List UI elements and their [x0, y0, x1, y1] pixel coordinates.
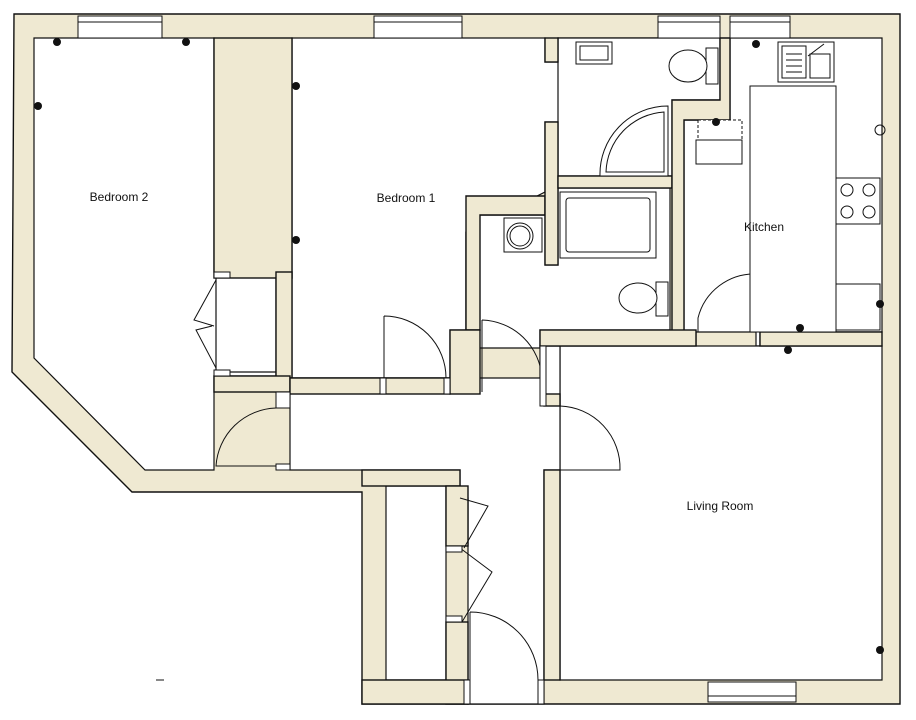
window-icon [707, 681, 797, 703]
wall-bath-living [539, 329, 697, 347]
room-label-bedroom2: Bedroom 2 [90, 190, 149, 204]
kitchen-worktop [749, 85, 837, 333]
wall-hall-living [543, 469, 561, 681]
shower-icon [599, 105, 669, 177]
hob-icon [835, 177, 881, 225]
window-icon [657, 15, 721, 39]
toilet-icon [705, 47, 719, 85]
bedroom2-wardrobe-floor [215, 275, 277, 373]
wardrobe-bifold-doors [193, 279, 217, 369]
window-icon [373, 15, 463, 39]
door-swing-icon [383, 315, 447, 379]
kitchen-unit [835, 283, 881, 331]
cupboard-bifold-doors [459, 497, 493, 623]
boiler-cupboard [697, 119, 743, 141]
room-label-bedroom1: Bedroom 1 [377, 191, 436, 205]
toilet-icon [655, 281, 669, 317]
room-label-living-room: Living Room [687, 499, 754, 513]
wall-cupboard-bottom [361, 679, 469, 705]
window-icon [729, 15, 791, 39]
window-icon [77, 15, 163, 39]
socket-icon [34, 38, 886, 654]
room-label-kitchen: Kitchen [744, 220, 784, 234]
wall-cupboard-top [361, 469, 461, 487]
door-swing-icon [215, 407, 277, 467]
wall-wardrobe-side [275, 271, 293, 379]
cupboard-floor [385, 485, 447, 681]
wall-bedroom1-hall [289, 377, 451, 395]
door-swing-icon [559, 405, 621, 471]
wall-cupboard-east [445, 485, 469, 547]
wall-kitchen-living [759, 331, 883, 347]
wall-between-bedrooms [213, 37, 293, 279]
wall-hall-bath [449, 329, 481, 395]
wall-ensuite-west [544, 121, 559, 266]
wall-ensuite-stub [544, 37, 559, 63]
wall-ensuite-south [557, 175, 673, 189]
wall-bedroom2-hall [213, 375, 291, 393]
living-room-floor [559, 345, 883, 681]
